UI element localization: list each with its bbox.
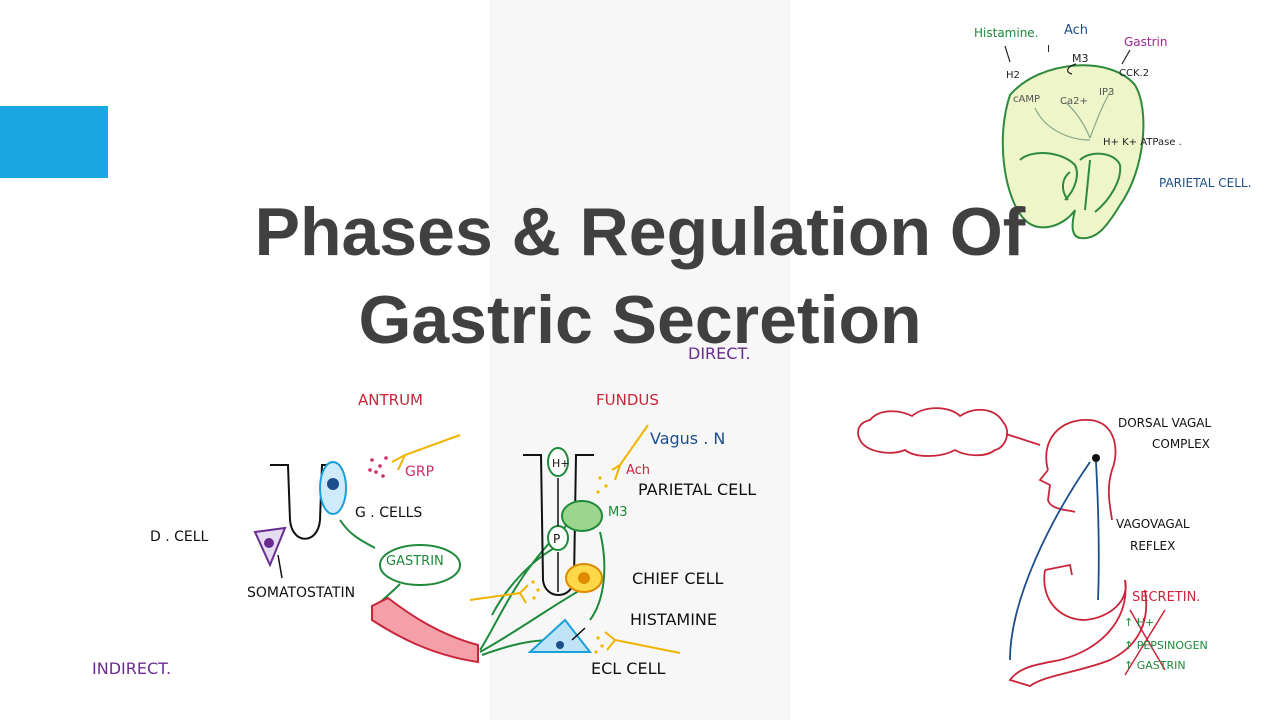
parietal-cell-diagram: Histamine. Ach Gastrin I M3 H2 CCK.2 cAM… — [974, 23, 1251, 240]
calcium-label: Ca2+ — [1060, 96, 1088, 107]
parietal-cell-label: PARIETAL CELL. — [1159, 176, 1251, 190]
ecl-cell — [527, 618, 593, 653]
ecl-small-arrow — [571, 627, 586, 641]
vagovagal-label-1: VAGOVAGAL — [1116, 517, 1190, 531]
m3-label: M3 — [1072, 52, 1089, 65]
dorsal-vagal-label-1: DORSAL VAGAL — [1118, 416, 1212, 430]
h-plus-cell — [547, 447, 569, 477]
ecl-cell-nucleus — [556, 641, 564, 649]
g-cells-label: G . CELLS — [355, 505, 422, 521]
afferent-vagus — [1009, 461, 1091, 661]
ecl-cell-label: ECL CELL — [591, 659, 665, 678]
antrum-gland — [270, 464, 340, 540]
ecl-to-parietal-arrow — [589, 531, 606, 621]
gastrin-effect: ↑ GASTRIN — [1124, 659, 1186, 672]
page-title-line-2: Gastric Secretion — [358, 282, 921, 358]
gcell-to-gastrin-arrow — [339, 519, 376, 549]
histamine-label: HISTAMINE — [630, 610, 717, 629]
chief-cell-nucleus — [578, 572, 590, 584]
d-cell-nucleus — [264, 538, 274, 548]
cloud-to-brain-arrow — [1005, 433, 1041, 446]
grp-nerve — [391, 434, 461, 471]
canaliculi — [1019, 152, 1122, 213]
atpase-label: H+ K+ ATPase . — [1103, 137, 1182, 148]
blood-vessel — [371, 596, 479, 664]
secretin-cross — [1124, 609, 1166, 676]
d-cell-label: D . CELL — [150, 529, 209, 545]
secretin-label: SECRETIN. — [1132, 590, 1200, 605]
fundus-label: FUNDUS — [596, 391, 659, 409]
vagus-nerve-chief — [469, 584, 529, 604]
vagus-nerve-ach — [611, 424, 649, 481]
somatostatin-label: SOMATOSTATIN — [247, 585, 355, 601]
dorsal-vagal-label-2: COMPLEX — [1152, 437, 1210, 451]
camp-label: cAMP — [1013, 94, 1040, 105]
vagovagal-reflex-diagram — [857, 407, 1166, 687]
chief-cell-label: CHIEF CELL — [632, 569, 724, 588]
gastric-regulation-diagram — [253, 424, 681, 664]
center-panel-background — [490, 0, 790, 720]
grp-label: GRP — [405, 464, 434, 480]
head-outline — [1038, 419, 1117, 521]
accent-block — [0, 106, 108, 178]
vagus-label: Vagus . N — [650, 429, 725, 448]
h-plus-label: H+ — [552, 457, 570, 470]
gastrin-label: GASTRIN — [386, 554, 444, 569]
thought-cloud — [857, 407, 1008, 457]
ach-label: Ach — [1064, 23, 1088, 38]
cck2-label: CCK.2 — [1119, 68, 1149, 79]
h-plus-effect: ↑ H+ — [1124, 616, 1154, 629]
stomach-outline — [1008, 563, 1148, 687]
m3-label: M3 — [608, 505, 628, 520]
vagovagal-label-2: REFLEX — [1130, 539, 1175, 553]
d-cell-arrow — [277, 554, 283, 579]
g-cell-nucleus — [327, 478, 339, 490]
gastrin-label: Gastrin — [1124, 35, 1167, 49]
page-title-line-1: Phases & Regulation Of — [255, 194, 1026, 270]
indirect-label: INDIRECT. — [92, 659, 171, 678]
histamine-label: Histamine. — [974, 26, 1039, 40]
vessel-arrows — [479, 504, 599, 656]
fundus-parietal-cell — [561, 500, 603, 532]
dorsal-vagal-nucleus — [1092, 454, 1100, 462]
direct-label: DIRECT. — [688, 344, 750, 363]
ach-granules — [531, 476, 608, 654]
p-label: P — [553, 532, 560, 546]
vagus-nerve-ecl — [604, 631, 681, 654]
gastrin-bubble — [379, 544, 461, 586]
efferent-vagus — [1095, 461, 1100, 601]
parietal-cell-body — [1001, 64, 1145, 240]
ach-label: Ach — [626, 463, 650, 478]
grp-granules — [368, 456, 388, 478]
pathway-lines — [1034, 91, 1111, 141]
pepsinogen-effect: ↑ PEPSINOGEN — [1124, 639, 1208, 652]
tick-mark: I — [1047, 44, 1050, 55]
parietal-cell-label: PARIETAL CELL — [638, 480, 756, 499]
h2-label: H2 — [1006, 70, 1020, 81]
antrum-label: ANTRUM — [358, 391, 423, 409]
receptor-arrows — [1004, 45, 1131, 75]
ip3-label: IP3 — [1099, 87, 1114, 98]
